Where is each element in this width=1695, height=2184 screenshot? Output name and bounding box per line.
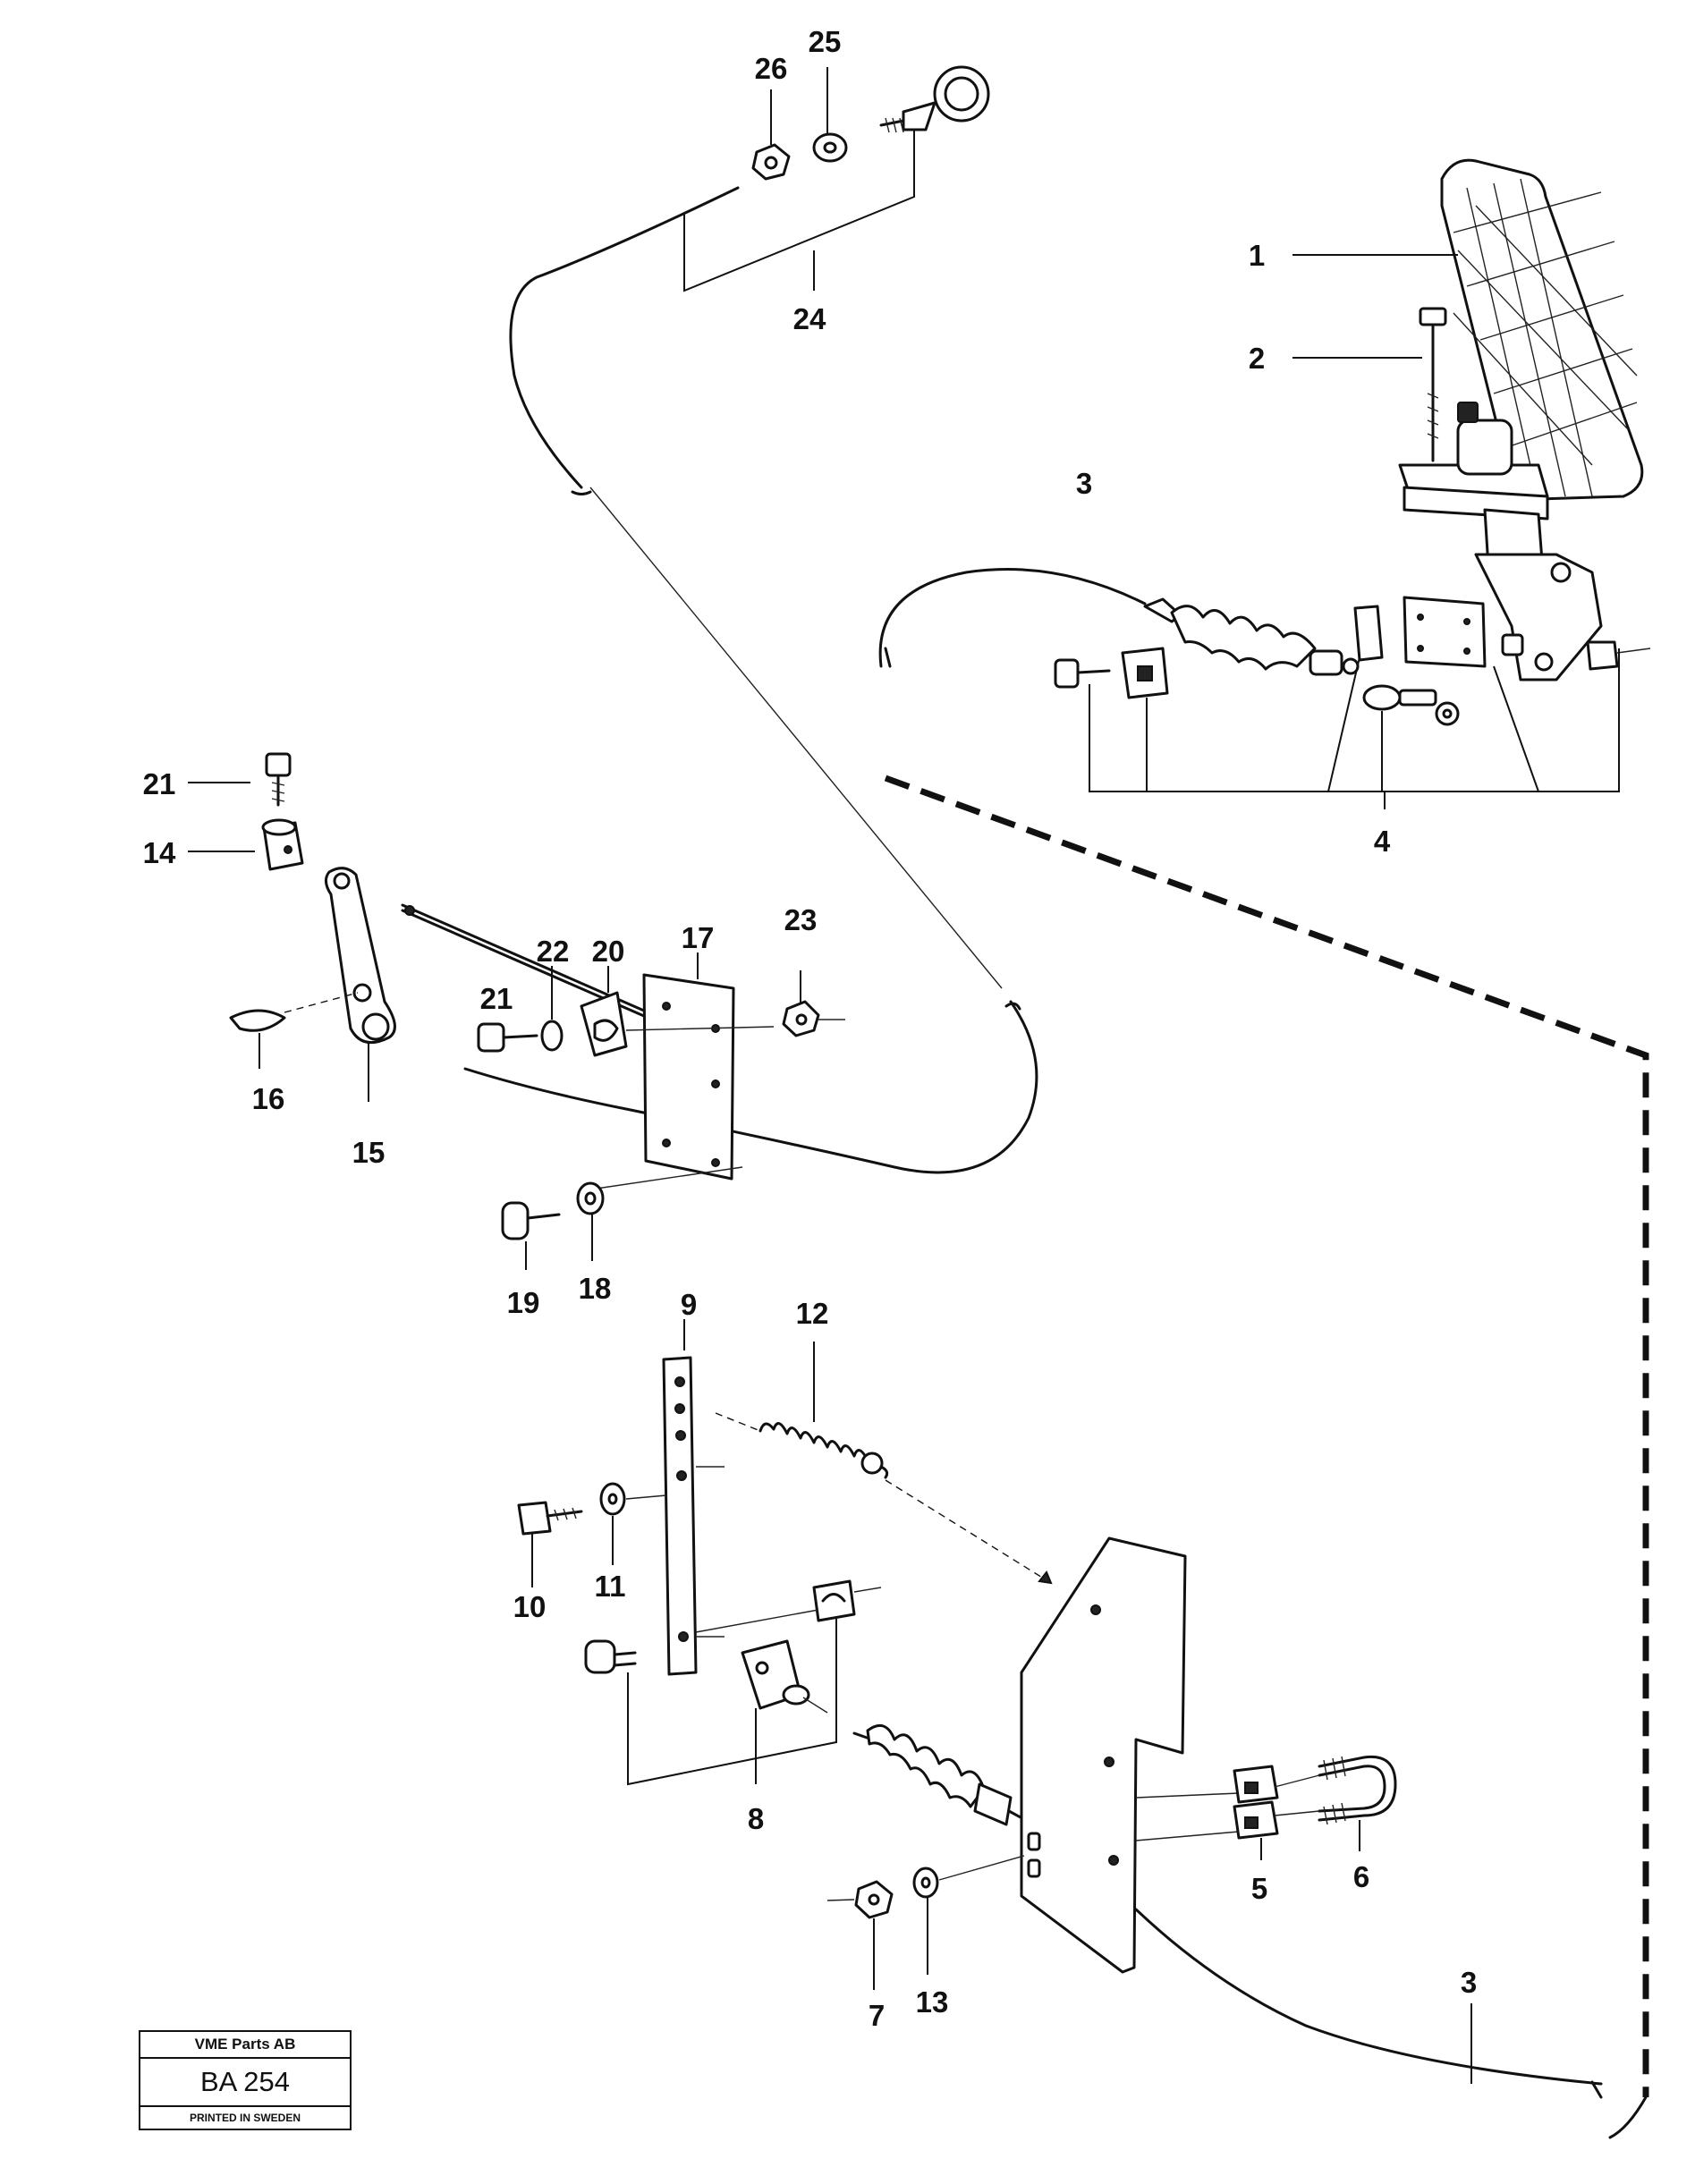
cable-clamp-top <box>1353 605 1384 662</box>
bolt-10 <box>517 1501 583 1536</box>
bracket-9 <box>662 1356 725 1676</box>
callout-9: 9 <box>681 1288 697 1321</box>
cable-route-line <box>589 487 1003 989</box>
callout-8: 8 <box>748 1802 764 1835</box>
nut-7 <box>854 1880 894 1919</box>
washer-13 <box>912 1867 939 1899</box>
pedal-bracket-plate <box>1403 596 1524 668</box>
cable-lower-3 <box>1134 1908 1603 2086</box>
callout-7: 7 <box>869 1999 885 2032</box>
sleeve-14 <box>261 818 304 871</box>
callout-15: 15 <box>352 1136 386 1169</box>
callout-22: 22 <box>537 935 570 968</box>
callout-11: 11 <box>595 1570 626 1603</box>
callout-12: 12 <box>796 1297 829 1330</box>
callout-20: 20 <box>592 935 625 968</box>
clip-20 <box>580 991 628 1057</box>
clip-top-right <box>1586 640 1651 671</box>
title-block-code: BA 254 <box>140 2059 350 2107</box>
title-block-printed: PRINTED IN SWEDEN <box>189 2112 301 2124</box>
u-bolt-6 <box>1274 1755 1397 1825</box>
clip-right-9 <box>812 1579 882 1622</box>
cable-boot-upper <box>1143 597 1360 676</box>
screw-19 <box>501 1201 561 1240</box>
screw-21-top <box>265 752 292 807</box>
plate-17 <box>642 973 735 1181</box>
callout-1: 1 <box>1249 239 1265 272</box>
callout-24: 24 <box>793 302 826 335</box>
title-block: VME Parts AB BA 254 PRINTED IN SWEDEN <box>139 2030 352 2130</box>
title-block-company: VME Parts AB <box>140 2032 350 2059</box>
callout-25: 25 <box>809 25 842 58</box>
nut-23 <box>782 1000 820 1037</box>
knob-24 <box>879 65 990 133</box>
cable-upper <box>878 568 1147 668</box>
callout-18: 18 <box>579 1272 612 1305</box>
pedal-screw <box>1419 307 1447 462</box>
callout-13: 13 <box>916 1985 949 2019</box>
callout-21-mid: 21 <box>480 982 513 1015</box>
cable-end-fitting-top <box>1362 684 1437 711</box>
bolt-top-left <box>1054 658 1111 689</box>
clevis-8 <box>741 1639 828 1714</box>
callout-16: 16 <box>252 1082 285 1115</box>
cable-long-24 <box>509 186 740 489</box>
cable-lower-loop <box>463 1000 1038 1174</box>
callout-21-top: 21 <box>143 767 176 800</box>
washer-25 <box>812 132 848 163</box>
lever-15 <box>325 867 396 1045</box>
spring-12 <box>715 1412 1053 1585</box>
clip-top-left <box>1121 647 1169 699</box>
cable-route-dashed <box>884 775 1649 2097</box>
nut-26 <box>751 143 791 181</box>
washer-18 <box>576 1181 605 1215</box>
callout-6: 6 <box>1353 1860 1369 1893</box>
washer-11 <box>599 1482 626 1516</box>
callout-23: 23 <box>784 903 818 936</box>
callout-17: 17 <box>682 921 715 954</box>
cable-route-end <box>1608 2095 1648 2139</box>
washer-22 <box>540 1020 564 1052</box>
callout-3-upper: 3 <box>1076 467 1092 500</box>
clamp-5 <box>1233 1765 1279 1840</box>
callout-26: 26 <box>755 52 788 85</box>
callout-19: 19 <box>507 1286 540 1319</box>
key-16 <box>229 992 359 1032</box>
accelerator-pedal <box>1398 158 1644 681</box>
cable-boot-lower <box>852 1723 1044 1831</box>
callout-10: 10 <box>513 1590 547 1623</box>
nut-top-right <box>1435 701 1460 726</box>
callout-3-lower: 3 <box>1461 1966 1477 1999</box>
callout-5: 5 <box>1251 1872 1267 1905</box>
screw-21-mid <box>477 1022 538 1053</box>
pin <box>584 1639 637 1674</box>
callout-2: 2 <box>1249 342 1265 375</box>
mounting-plate <box>1020 1536 1187 1974</box>
callout-4: 4 <box>1374 825 1391 858</box>
callout-14: 14 <box>143 836 176 869</box>
